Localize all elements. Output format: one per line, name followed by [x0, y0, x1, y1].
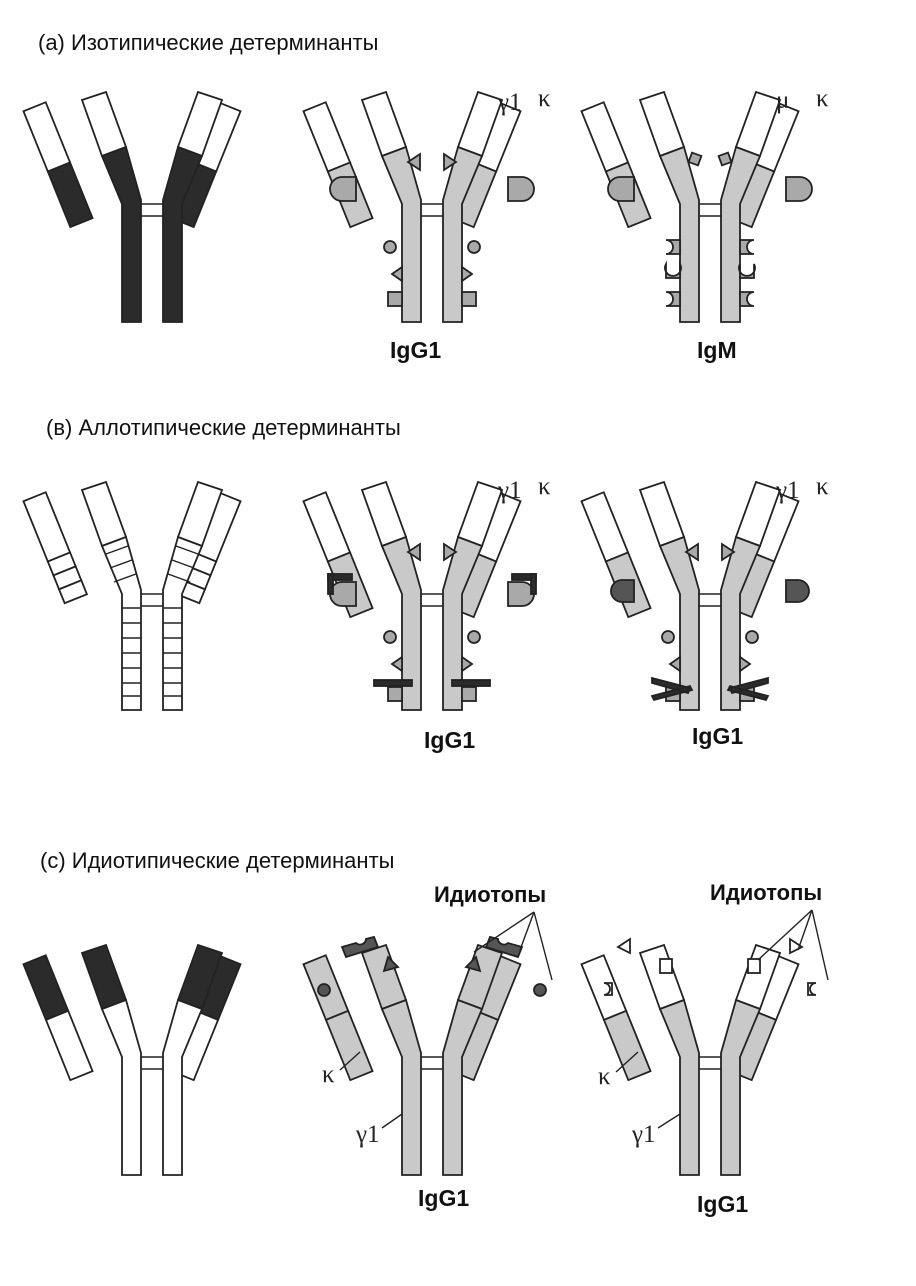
section-a: (а) Изотипические детерминанты — [22, 30, 829, 363]
section-b-heading: (в) Аллотипические детерминанты — [46, 415, 401, 440]
c3-idiotopes-label: Идиотопы — [710, 880, 822, 905]
b2-heavy-label: γ1 — [497, 477, 522, 504]
section-a-heading: (а) Изотипические детерминанты — [38, 30, 378, 55]
a2-heavy-label: γ1 — [497, 89, 522, 116]
antibody-a3 — [580, 90, 813, 323]
c2-heavy-label: γ1 — [355, 1121, 380, 1148]
section-c: (с) Идиотипические детерминанты — [22, 848, 829, 1217]
c2-idiotopes-label: Идиотопы — [434, 882, 546, 907]
c2-label: IgG1 — [418, 1185, 469, 1211]
b2-label: IgG1 — [424, 727, 475, 753]
section-c-heading: (с) Идиотипические детерминанты — [40, 848, 394, 873]
antibody-b1 — [22, 480, 242, 711]
c3-light-label: κ — [598, 1063, 611, 1090]
antibody-b2 — [302, 480, 537, 711]
b2-light-label: κ — [538, 473, 551, 500]
a2-light-label: κ — [538, 85, 551, 112]
antibody-c1 — [22, 943, 242, 1176]
b3-label: IgG1 — [692, 723, 743, 749]
section-b: (в) Аллотипические детерминанты — [22, 415, 829, 753]
c3-label: IgG1 — [697, 1191, 748, 1217]
c3-heavy-label: γ1 — [631, 1121, 656, 1148]
antibody-c3 — [580, 937, 817, 1176]
antibody-a2 — [302, 90, 535, 323]
b3-heavy-label: γ1 — [775, 477, 800, 504]
b3-light-label: κ — [816, 473, 829, 500]
a3-label: IgM — [697, 337, 737, 363]
antibody-a1 — [22, 90, 242, 323]
a2-label: IgG1 — [390, 337, 441, 363]
c2-light-label: κ — [322, 1061, 335, 1088]
antibody-c2 — [302, 935, 547, 1176]
a3-heavy-label: μ — [776, 87, 789, 114]
antibody-b3 — [580, 480, 810, 711]
a3-light-label: κ — [816, 85, 829, 112]
c3-idiotope-pointers — [757, 909, 829, 981]
c2-idiotope-pointers — [473, 911, 553, 981]
